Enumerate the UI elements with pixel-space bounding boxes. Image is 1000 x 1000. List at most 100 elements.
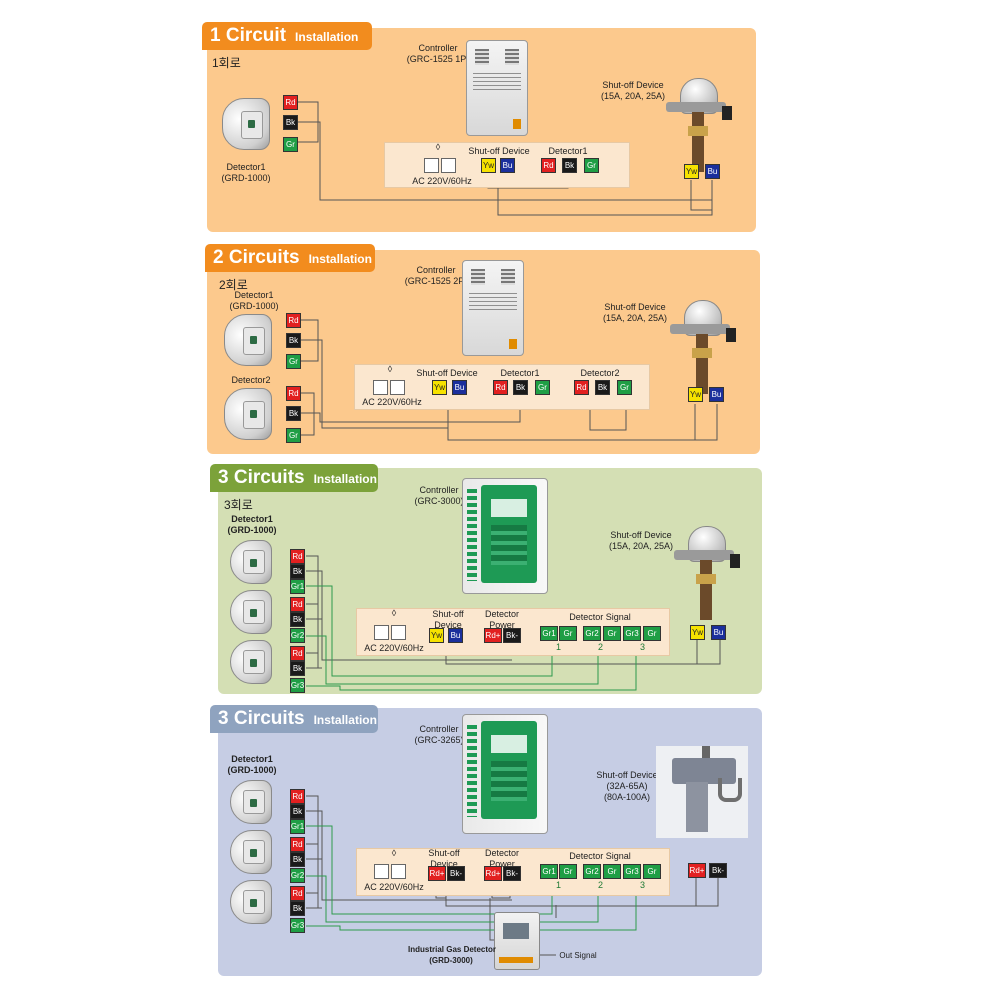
controller-grc-1525-2p bbox=[462, 260, 524, 356]
strip-shutoff-line2: Device bbox=[430, 859, 458, 869]
tab-title: 3 Circuits bbox=[218, 708, 305, 729]
terminal-gr3: Gr3 bbox=[290, 918, 305, 933]
power-terminal bbox=[391, 625, 406, 640]
controller-label: Controller (GRC-1525 2P) bbox=[396, 265, 476, 287]
power-terminal bbox=[374, 625, 389, 640]
controller-grc-1525-1p bbox=[466, 40, 528, 136]
strip-shutoff-label: Shut-off Device bbox=[468, 146, 530, 156]
detector-face bbox=[243, 890, 265, 914]
detector-icon bbox=[224, 314, 272, 366]
controller-front bbox=[481, 721, 537, 819]
terminal-gr1: Gr1 bbox=[540, 626, 558, 641]
terminal-gr1: Gr1 bbox=[290, 579, 305, 594]
terminal-rd: Rd bbox=[290, 789, 305, 804]
controller-screen bbox=[491, 499, 527, 517]
terminal-yw: Yw bbox=[684, 164, 699, 179]
korean-label-2: 2회로 bbox=[219, 278, 248, 292]
detector-face bbox=[243, 790, 265, 814]
strip-shutoff-label: Shut-off Device bbox=[416, 368, 478, 378]
shutoff-model: (15A, 20A, 25A) bbox=[602, 313, 668, 323]
speaker-grill-icon bbox=[475, 49, 489, 65]
detector-model: (GRD-1000) bbox=[227, 525, 277, 535]
terminal-rd-plus: Rd+ bbox=[688, 863, 706, 878]
terminal-bk-minus: Bk- bbox=[503, 866, 521, 881]
tab-subtitle: Installation bbox=[313, 472, 377, 486]
detector-face bbox=[243, 401, 265, 429]
terminal-bu: Bu bbox=[448, 628, 463, 643]
shutoff-title: Shut-off Device bbox=[610, 530, 672, 540]
strip-power-line2: Power bbox=[489, 859, 515, 869]
valve-clamp bbox=[726, 328, 736, 342]
terminal-bu: Bu bbox=[709, 387, 724, 402]
shutoff-model-1: (32A-65A) bbox=[606, 781, 648, 791]
controller-front bbox=[481, 485, 537, 583]
korean-label-3: 3회로 bbox=[224, 498, 253, 512]
tab-title: 2 Circuits bbox=[213, 247, 300, 268]
shutoff-title: Shut-off Device bbox=[602, 80, 664, 90]
terminal-bk: Bk bbox=[595, 380, 610, 395]
controller-label: Controller (GRC-3000) bbox=[404, 485, 474, 507]
terminal-gr: Gr bbox=[603, 626, 621, 641]
valve-pipe bbox=[688, 112, 708, 172]
controller-title: Controller bbox=[419, 724, 459, 734]
tab-subtitle: Installation bbox=[295, 30, 359, 44]
terminal-bk: Bk bbox=[290, 612, 305, 627]
terminal-rd: Rd bbox=[286, 313, 301, 328]
industrial-gas-detector-icon bbox=[494, 912, 540, 970]
terminal-bu: Bu bbox=[705, 164, 720, 179]
controller-model: (GRC-3265) bbox=[414, 735, 464, 745]
power-symbol: ◊ bbox=[391, 848, 397, 858]
terminal-bk: Bk bbox=[286, 333, 301, 348]
controller-title: Controller bbox=[418, 43, 458, 53]
detector-icon bbox=[230, 780, 272, 824]
terminal-gr: Gr bbox=[643, 864, 661, 879]
terminal-rd: Rd bbox=[290, 886, 305, 901]
terminal-gr: Gr bbox=[286, 354, 301, 369]
terminal-rd: Rd bbox=[541, 158, 556, 173]
terminal-gr2: Gr2 bbox=[583, 864, 601, 879]
power-label: AC 220V/60Hz bbox=[364, 882, 424, 892]
valve-hook bbox=[718, 778, 742, 802]
terminal-gr3: Gr3 bbox=[290, 678, 305, 693]
terminal-gr1: Gr1 bbox=[290, 819, 305, 834]
terminal-rd: Rd bbox=[290, 549, 305, 564]
controller-title: Controller bbox=[416, 265, 456, 275]
detector1-title: Detector1 bbox=[234, 290, 274, 300]
detector-icon bbox=[230, 880, 272, 924]
controller-text-lines bbox=[473, 73, 521, 91]
terminal-gr3: Gr3 bbox=[623, 864, 641, 879]
terminal-bu: Bu bbox=[500, 158, 515, 173]
terminal-bk: Bk bbox=[562, 158, 577, 173]
strip-power-label: Detector Power bbox=[478, 609, 526, 631]
terminal-gr: Gr bbox=[617, 380, 632, 395]
tab-subtitle: Installation bbox=[313, 713, 377, 727]
detector-face bbox=[243, 550, 265, 574]
terminal-yw: Yw bbox=[690, 625, 705, 640]
terminal-yw: Yw bbox=[429, 628, 444, 643]
terminal-yw: Yw bbox=[481, 158, 496, 173]
terminal-gr: Gr bbox=[643, 626, 661, 641]
detector-icon bbox=[230, 540, 272, 584]
terminal-rd: Rd bbox=[290, 597, 305, 612]
shutoff-label: Shut-off Device (15A, 20A, 25A) bbox=[598, 302, 672, 324]
controller-label: Controller (GRC-1525 1P) bbox=[398, 43, 478, 65]
signal-number-1: 1 bbox=[556, 642, 562, 652]
detector-icon bbox=[230, 590, 272, 634]
strip-detector2-label: Detector2 bbox=[580, 368, 620, 378]
detector-icon bbox=[224, 388, 272, 440]
power-symbol: ◊ bbox=[435, 142, 441, 152]
out-signal-label: Out Signal bbox=[559, 951, 597, 960]
terminal-bk: Bk bbox=[290, 804, 305, 819]
controller-label: Controller (GRC-3265) bbox=[404, 724, 474, 746]
detector-face bbox=[243, 840, 265, 864]
shutoff-label: Shut-off Device (15A, 20A, 25A) bbox=[604, 530, 678, 552]
detector-model: (GRD-1000) bbox=[221, 173, 271, 183]
detector1-label: Detector1 (GRD-1000) bbox=[222, 290, 286, 312]
power-terminal bbox=[374, 864, 389, 879]
igd-title: Industrial Gas Detector bbox=[408, 945, 497, 954]
terminal-gr: Gr bbox=[559, 864, 577, 879]
terminal-gr3: Gr3 bbox=[623, 626, 641, 641]
controller-badge-icon bbox=[513, 119, 521, 129]
shutoff-title: Shut-off Device bbox=[596, 770, 658, 780]
igd-label: Industrial Gas Detector (GRD-3000) bbox=[408, 944, 497, 966]
